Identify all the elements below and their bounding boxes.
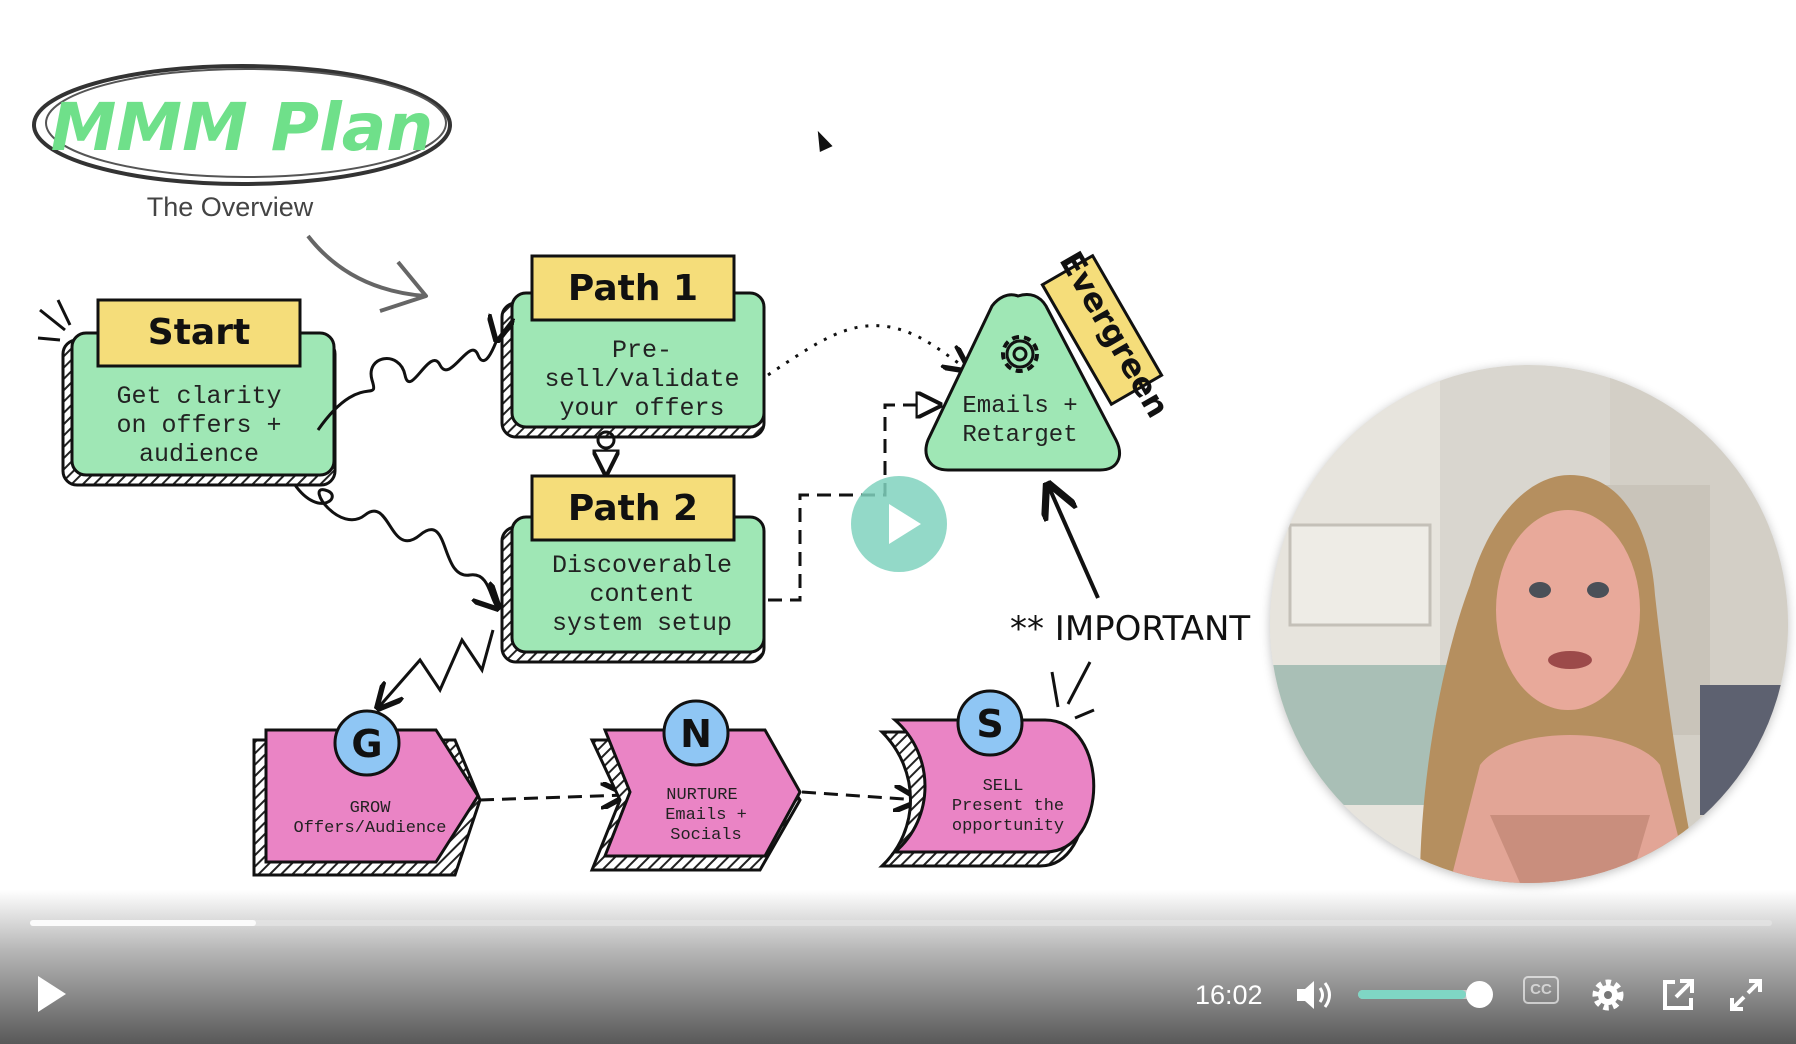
popout-icon[interactable] [1660, 977, 1696, 1013]
curly-arrow-to-path1 [316, 340, 497, 431]
path2-line-2: content [589, 580, 694, 609]
evergreen-triangle [924, 253, 1164, 472]
time-display: 16:02 [1195, 980, 1263, 1010]
start-line-1: Get clarity [116, 382, 281, 411]
evergreen-line-2: Retarget [962, 422, 1077, 449]
step-badge-s [956, 689, 1024, 757]
volume-fill [1358, 990, 1466, 999]
fullscreen-icon[interactable] [1728, 977, 1764, 1013]
important-note: ** IMPORTANT [1010, 609, 1250, 649]
start-card [37, 298, 337, 487]
slide-subtitle: The Overview [147, 192, 314, 222]
volume-icon[interactable] [1294, 977, 1336, 1013]
sell-shape [878, 718, 1096, 868]
sell-line-1: SELL [983, 777, 1024, 796]
dashed-arrow-evergreen [768, 405, 940, 602]
title-oval [32, 64, 452, 186]
settings-icon[interactable] [1590, 977, 1626, 1013]
progress-bar[interactable] [30, 920, 1772, 926]
player-controls: 16:02 CC [0, 890, 1796, 1044]
path1-line-2: sell/validate [544, 365, 739, 394]
sell-line-2: Present the [952, 797, 1064, 816]
path1-label: Path 1 [568, 268, 698, 309]
grow-shape [252, 728, 482, 877]
step-letter-s: S [976, 702, 1003, 746]
progress-fill [30, 920, 257, 926]
step-badge-n [662, 699, 730, 767]
nurture-line-2: Emails + [665, 806, 747, 825]
start-line-3: audience [139, 440, 259, 469]
webcam-bubble [1270, 365, 1788, 883]
curved-arrow [306, 234, 426, 298]
start-line-2: on offers + [116, 411, 281, 440]
start-label: Start [148, 312, 250, 353]
curly-arrow-to-path2 [293, 484, 498, 608]
step-letter-g: G [351, 722, 382, 766]
volume-knob[interactable] [1466, 981, 1493, 1008]
zigzag-arrow [378, 629, 495, 708]
nurture-shape [589, 728, 802, 872]
path2-label: Path 2 [568, 488, 698, 529]
volume-slider[interactable] [1358, 990, 1482, 999]
cc-label: CC [1530, 981, 1552, 998]
slide-title: MMM Plan [51, 89, 434, 166]
grow-line-1: GROW [350, 799, 392, 818]
sell-line-3: opportunity [952, 817, 1064, 836]
dotted-arrow [767, 324, 968, 377]
path1-line-3: your offers [559, 394, 724, 423]
path1-line-1: Pre- [612, 336, 672, 365]
evergreen-line-1: Emails + [962, 393, 1077, 420]
important-arrow [1048, 485, 1100, 599]
path1-card [500, 254, 766, 439]
nurture-line-3: Socials [670, 826, 741, 845]
cc-icon[interactable]: CC [1523, 976, 1559, 1004]
play-icon[interactable] [34, 973, 70, 1015]
grow-line-2: Offers/Audience [293, 819, 446, 838]
step-letter-n: N [680, 712, 712, 756]
step-badge-g [333, 709, 401, 777]
path2-line-1: Discoverable [552, 551, 732, 580]
path2-line-3: system setup [552, 609, 732, 638]
gear-icon [1001, 335, 1039, 373]
nurture-line-1: NURTURE [666, 786, 737, 805]
big-play-button[interactable] [851, 476, 947, 572]
presenter-image [1270, 365, 1788, 883]
